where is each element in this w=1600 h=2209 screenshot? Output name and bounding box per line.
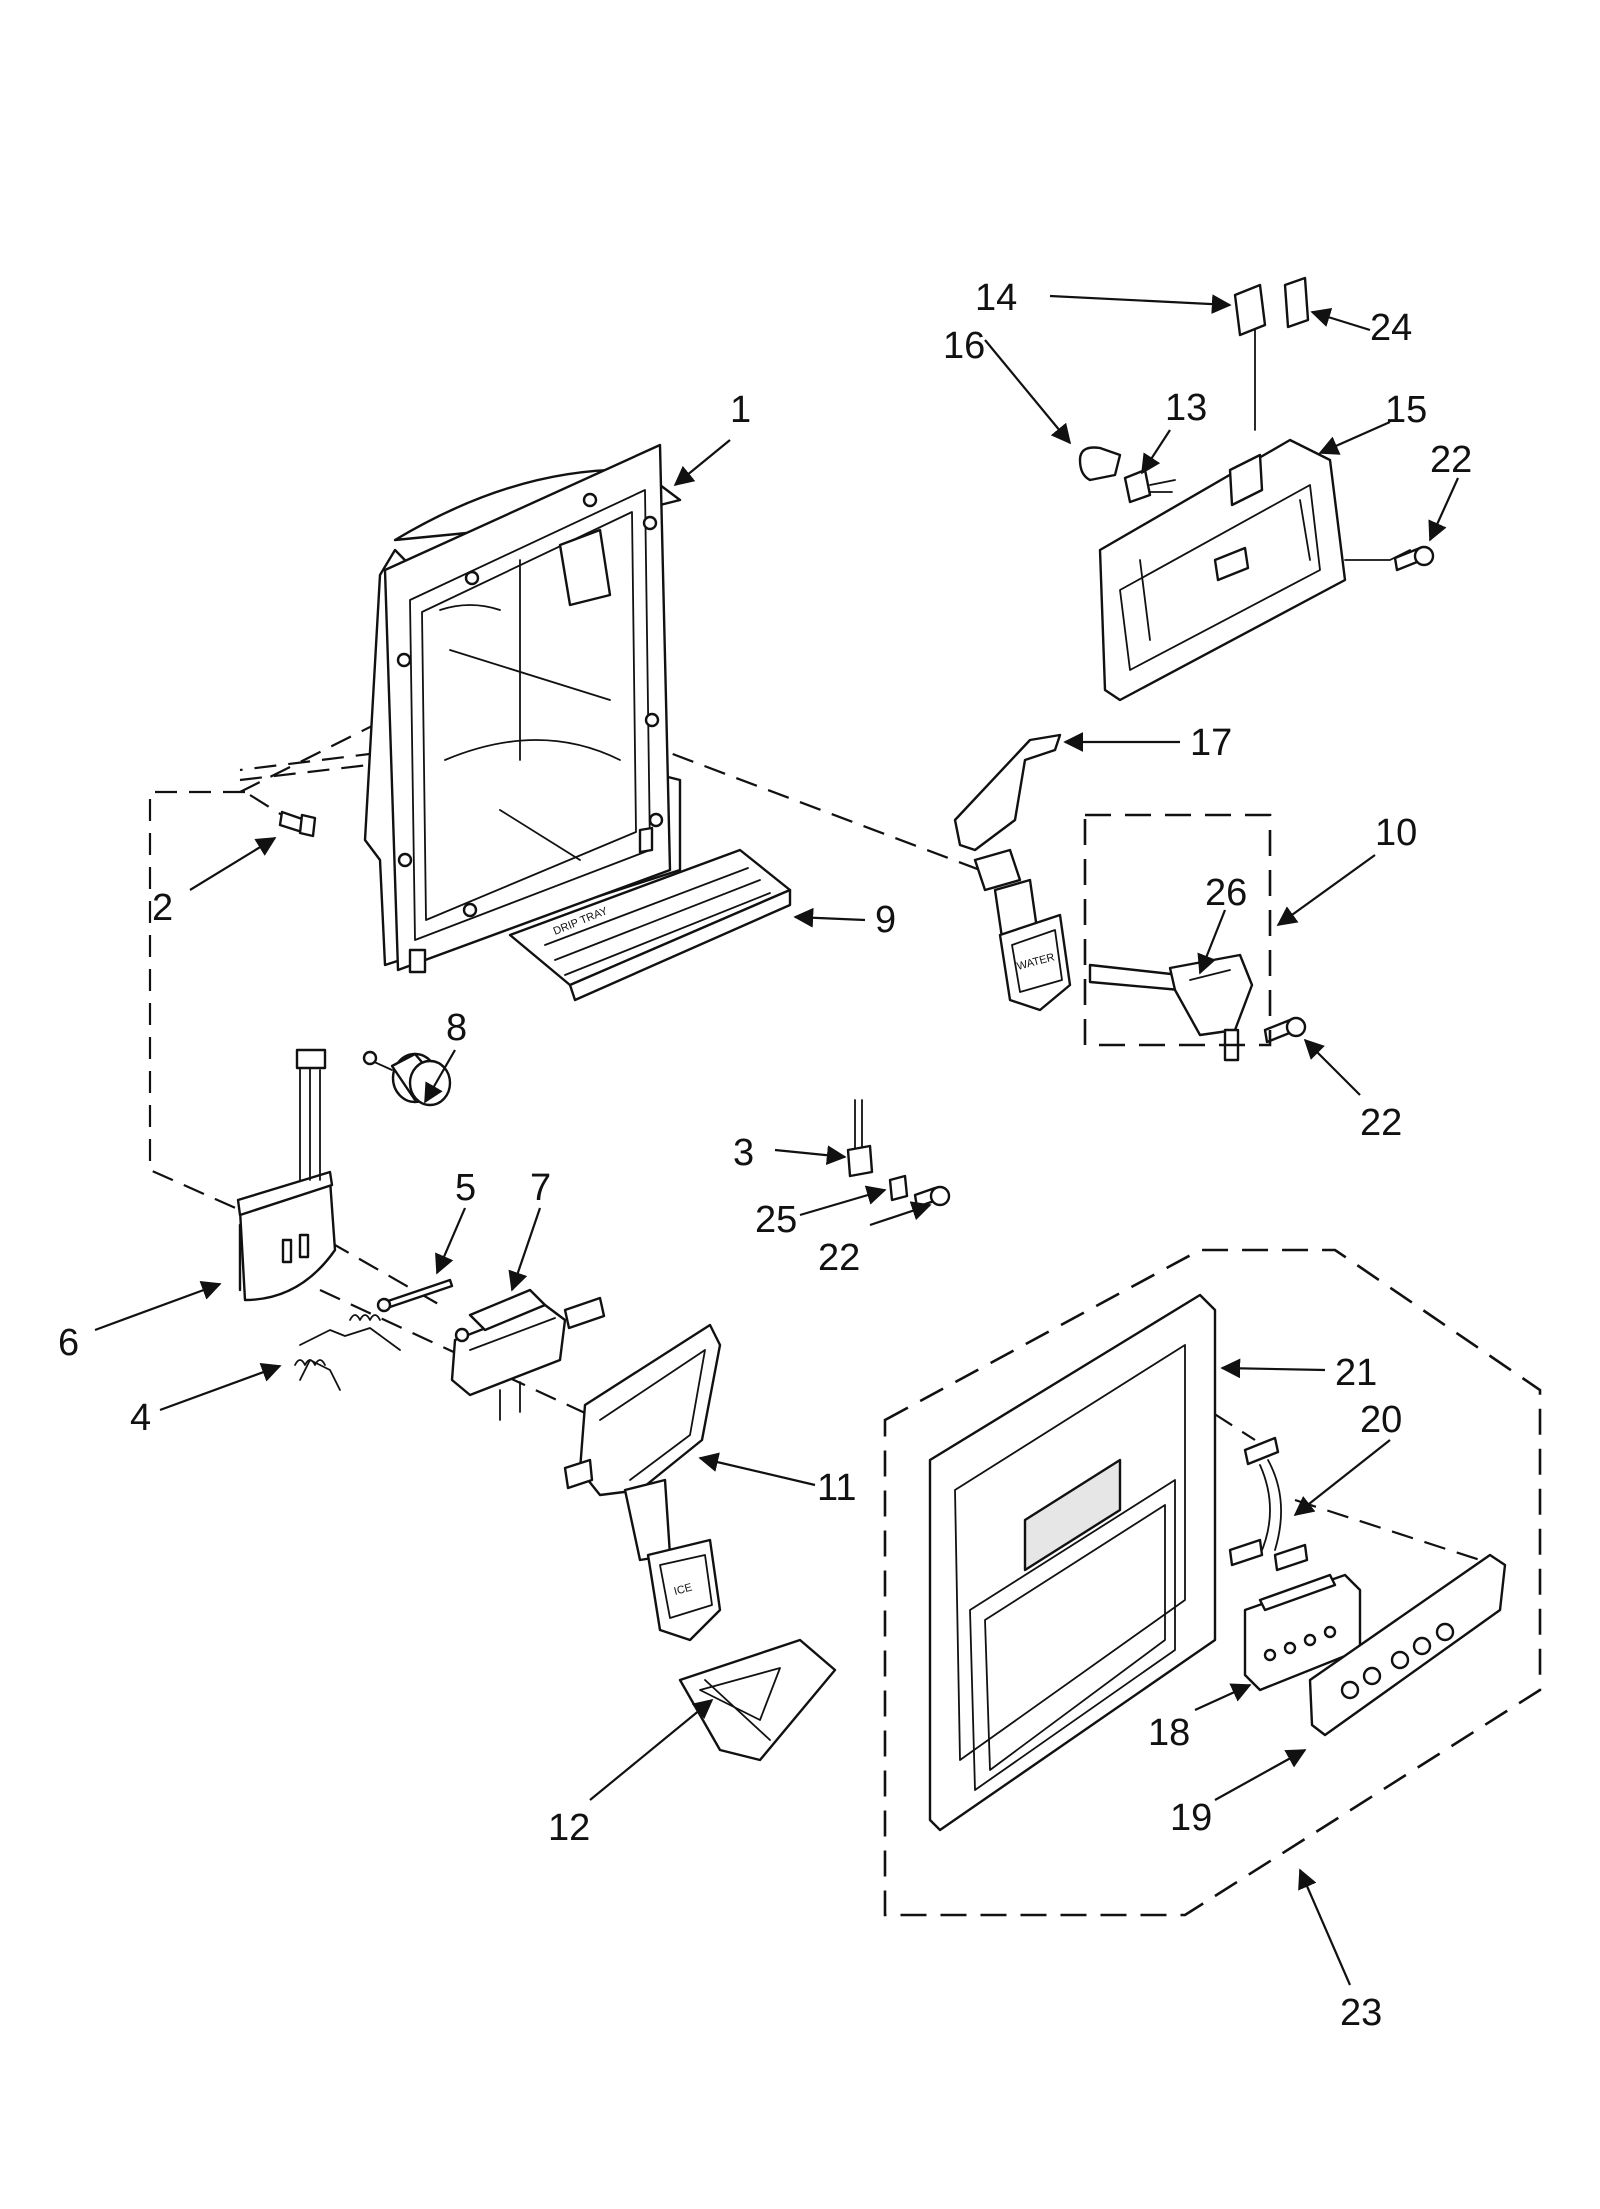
- part-7-lever-hub: [450, 1288, 606, 1421]
- callout-8: 8: [446, 1007, 467, 1049]
- callout-11: 11: [817, 1467, 856, 1509]
- part-11-ice-lever: ICE: [563, 1323, 722, 1642]
- callout-18: 18: [1148, 1712, 1190, 1754]
- callout-7: 7: [530, 1167, 551, 1209]
- callout-26: 26: [1205, 872, 1247, 914]
- callout-14: 14: [975, 277, 1017, 319]
- callout-23: 23: [1340, 1992, 1382, 2034]
- callout-labels: 1 2 3 4 5 6 7 8 9 10 11 12 13 14 15 16 1…: [58, 277, 1472, 2034]
- part-16-bulb: [1078, 446, 1122, 482]
- callout-20: 20: [1360, 1399, 1402, 1441]
- part-17-water-lever: WATER: [953, 733, 1072, 1012]
- part-6-solenoid: [236, 1048, 337, 1302]
- part-20-wire-harness: [1228, 1436, 1309, 1572]
- callout-17: 17: [1190, 722, 1232, 764]
- callout-24: 24: [1370, 307, 1412, 349]
- callout-2: 2: [152, 887, 173, 929]
- part-24-insulator: [1283, 276, 1310, 329]
- callout-1: 1: [730, 389, 751, 431]
- part-21-dispenser-front: [928, 1293, 1217, 1832]
- callout-19: 19: [1170, 1797, 1212, 1839]
- callout-6: 6: [58, 1322, 79, 1364]
- callout-9: 9: [875, 899, 896, 941]
- callout-12: 12: [548, 1807, 590, 1849]
- part-2-screw: [278, 810, 317, 838]
- assembly-lines: [148, 668, 1481, 1562]
- part-15-light-housing: [1098, 438, 1347, 702]
- part-25-spacer: [888, 1174, 909, 1202]
- callout-16: 16: [943, 325, 985, 367]
- callout-22-center: 22: [818, 1237, 860, 1279]
- callout-10: 10: [1375, 812, 1417, 854]
- callout-22-right: 22: [1360, 1102, 1402, 1144]
- leader-lines: [94, 294, 1460, 1986]
- callout-21: 21: [1335, 1352, 1377, 1394]
- part-19-overlay: [1308, 1553, 1507, 1737]
- part-14-switch: [1233, 283, 1267, 431]
- part-22-screw-center: [913, 1185, 951, 1209]
- part-3-switch-clip: [846, 1099, 874, 1178]
- callout-13: 13: [1165, 387, 1207, 429]
- ice-pad-label: ICE: [673, 1582, 694, 1598]
- callout-5: 5: [455, 1167, 476, 1209]
- part-4-spring: [294, 1314, 401, 1391]
- group-box-10: [1083, 813, 1272, 1047]
- part-26-actuator: [1088, 953, 1254, 1062]
- part-8-motor: [362, 1050, 452, 1107]
- callout-22-upper: 22: [1430, 439, 1472, 481]
- part-22-screw-right: [1263, 1016, 1307, 1044]
- part-22-screw-upper: [1344, 545, 1435, 572]
- callout-3: 3: [733, 1132, 754, 1174]
- part-12-ice-chute: [678, 1638, 837, 1762]
- callout-25: 25: [755, 1199, 797, 1241]
- part-13-socket: [1123, 468, 1176, 504]
- group-box-23: [883, 1248, 1542, 1917]
- callout-4: 4: [130, 1397, 151, 1439]
- part-5-pin: [376, 1278, 454, 1313]
- part-1-dispenser-housing: [363, 443, 682, 974]
- callout-15: 15: [1385, 389, 1427, 431]
- part-9-drip-tray: DRIP TRAY: [508, 848, 792, 1002]
